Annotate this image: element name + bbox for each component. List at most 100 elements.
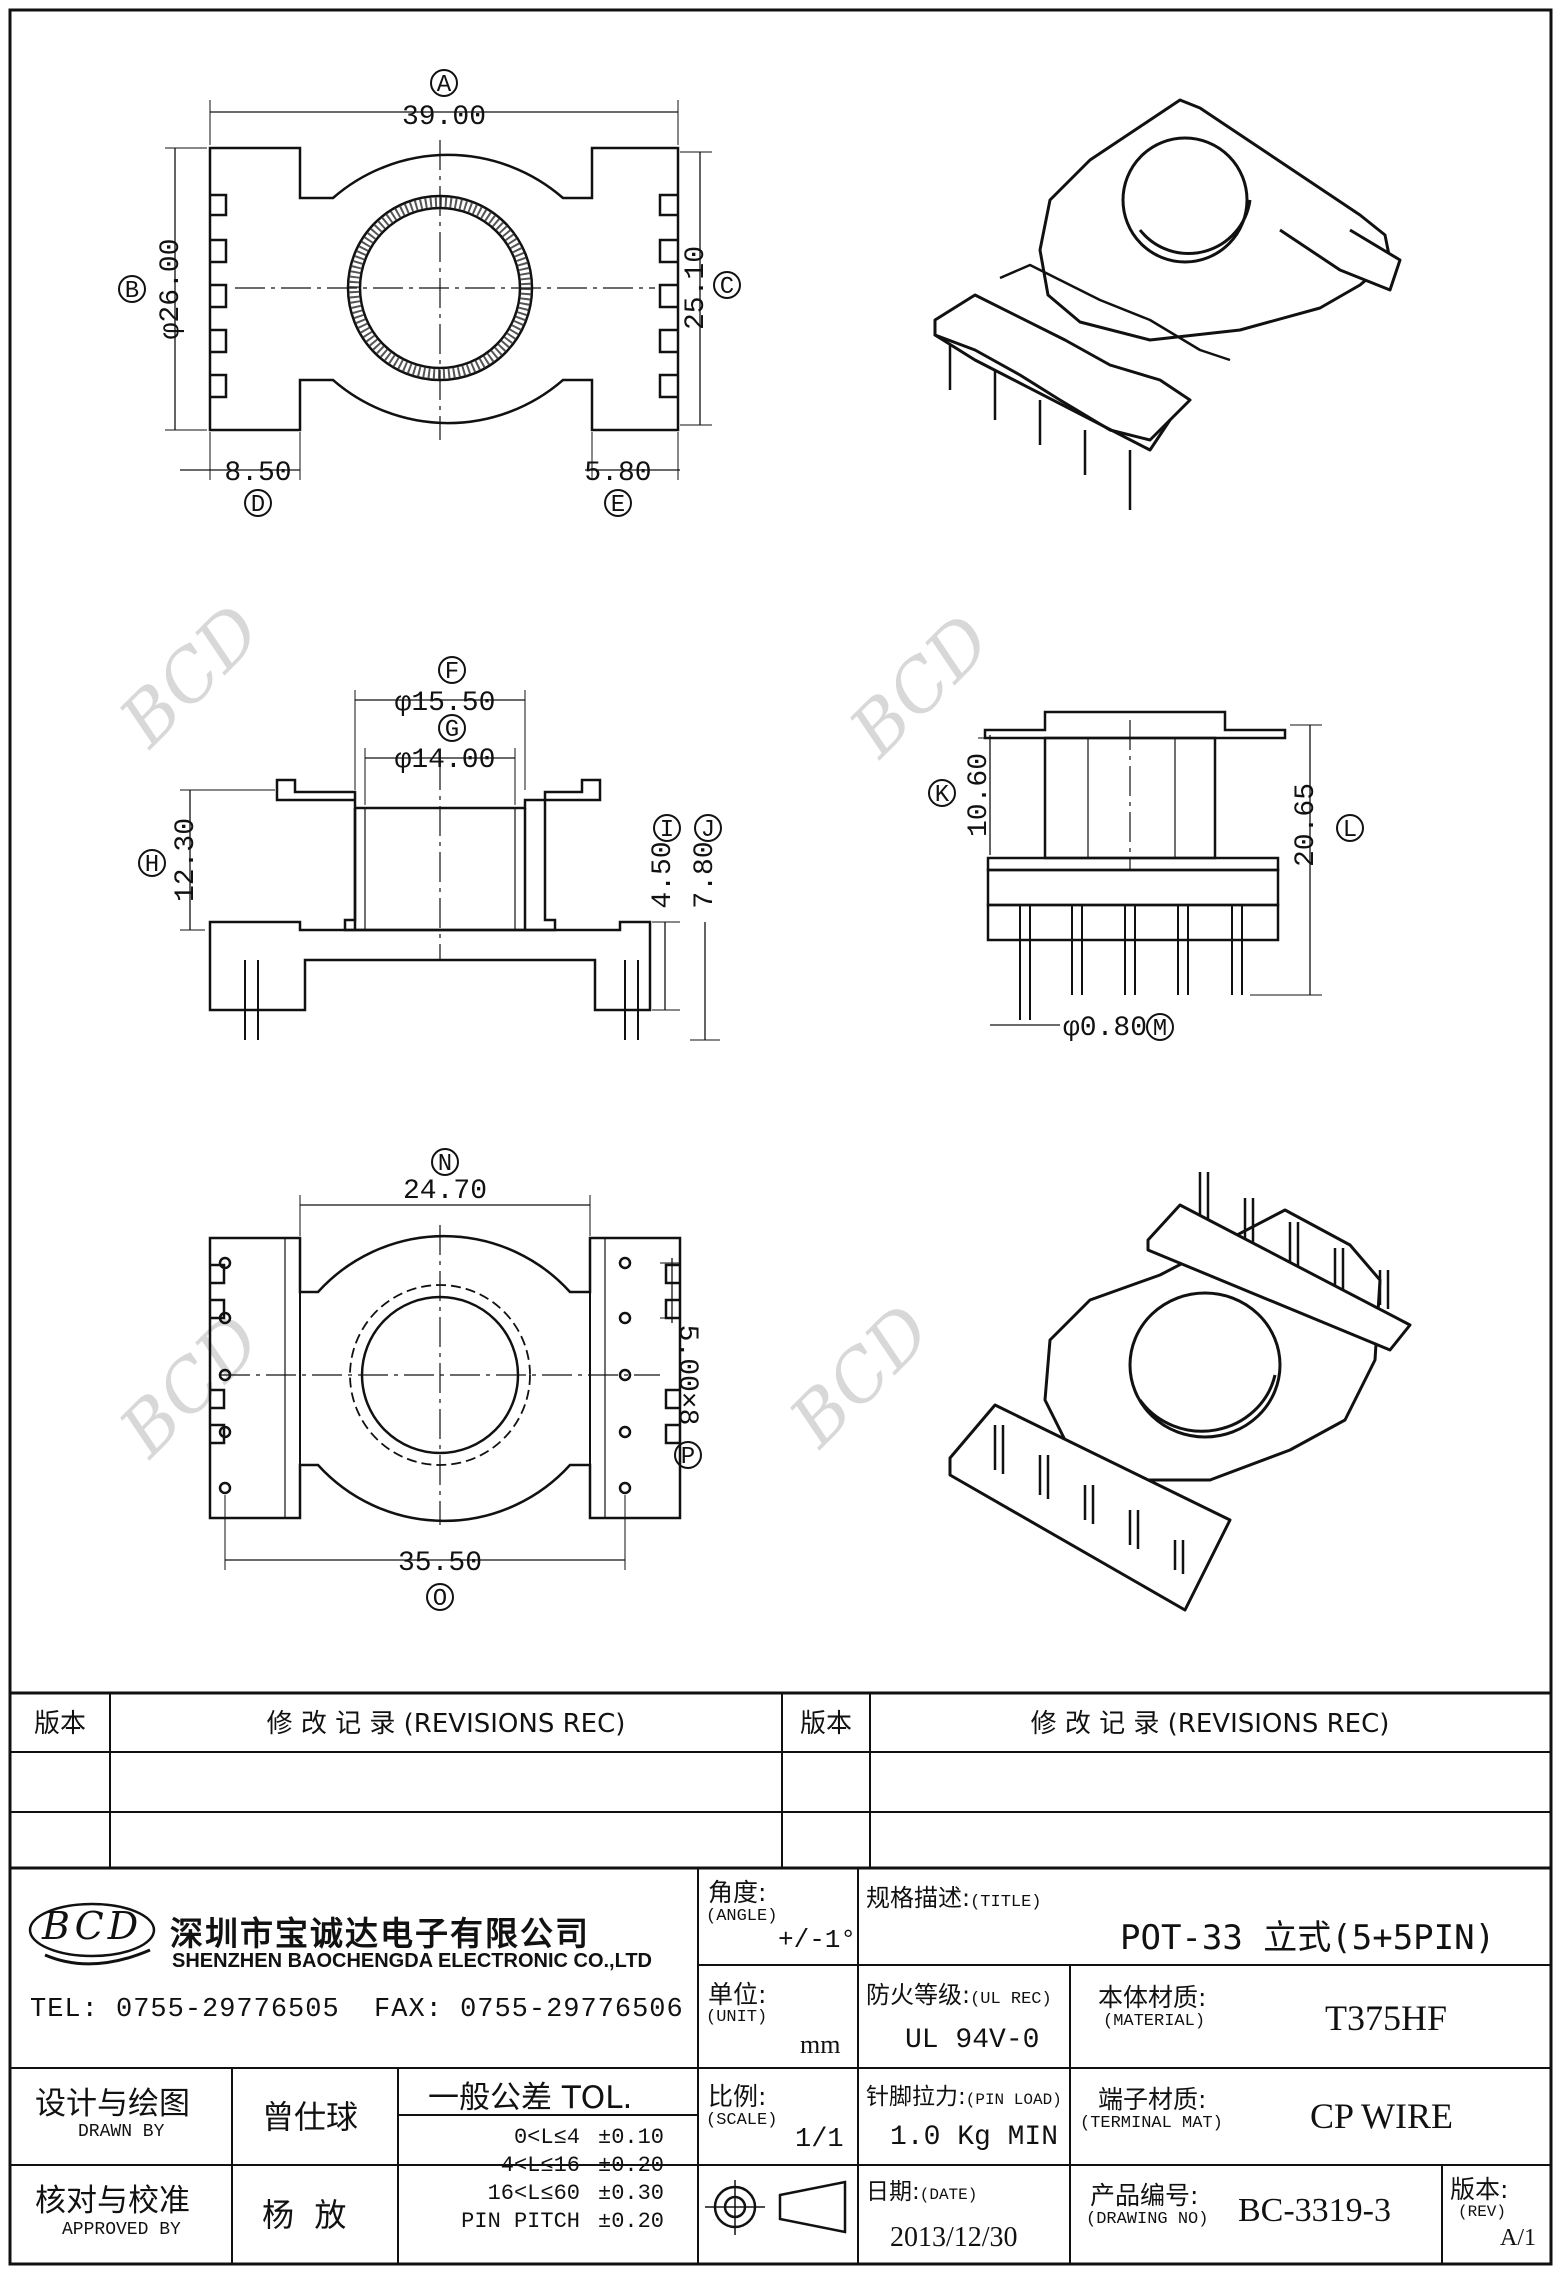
- balloon-b-letter: B: [125, 278, 139, 305]
- upper-pins: [1198, 1172, 1390, 1309]
- dim-e-value: 5.80: [584, 458, 651, 489]
- balloon-l: [1336, 814, 1364, 842]
- balloon-a: [430, 69, 458, 97]
- material-label: 本体材质:: [1098, 1983, 1207, 2012]
- balloon-e-letter: E: [611, 492, 625, 519]
- scale-label: 比例:: [708, 2082, 767, 2111]
- dim-m-value: φ0.80: [1063, 1013, 1147, 1044]
- tolerance-range: 4<L≤16: [500, 2153, 580, 2178]
- balloon-l-letter: L: [1343, 817, 1357, 844]
- balloon-d-letter: D: [251, 492, 265, 519]
- unit-value: mm: [800, 2030, 841, 2059]
- revision-table-text: 版本 修 改 记 录 (REVISIONS REC) 版本 修 改 记 录 (R…: [34, 1709, 1389, 1739]
- front-view-labels: F φ15.50 G φ14.00 H 12.30 I 4.50 J 7.80: [138, 656, 722, 909]
- projection-symbol: [705, 2180, 847, 2235]
- scale-label-en: (SCALE): [706, 2111, 778, 2130]
- sheet-border: [8, 8, 1553, 2266]
- balloon-j-letter: J: [701, 817, 715, 844]
- balloon-o: [426, 1583, 454, 1611]
- left-slot-fingers: [210, 193, 228, 399]
- revision-table: [10, 1691, 1551, 1870]
- drawn-by-label-en: DRAWN BY: [78, 2122, 165, 2142]
- rev-version-header-left: 版本: [34, 1709, 86, 1739]
- balloon-i-letter: I: [660, 817, 674, 844]
- balloon-h: [138, 849, 166, 877]
- balloon-b: [118, 275, 146, 303]
- dim-n-value: 24.70: [403, 1176, 487, 1207]
- date-value: 2013/12/30: [890, 2222, 1018, 2253]
- lower-pins: [993, 1425, 1185, 1574]
- balloon-o-letter: O: [433, 1586, 447, 1613]
- fire-rating-value: UL 94V-0: [905, 2025, 1040, 2056]
- logo-text: BCD: [42, 1904, 143, 1948]
- drawing-no-value: BC-3319-3: [1238, 2192, 1391, 2229]
- rev-record-header-right: 修 改 记 录 (REVISIONS REC): [1031, 1709, 1390, 1739]
- unit-label-en: (UNIT): [706, 2008, 768, 2027]
- bottom-left-slots: [210, 1256, 232, 1495]
- balloon-g: [438, 714, 466, 742]
- isometric-view-top: [933, 98, 1402, 510]
- tolerance-range: PIN PITCH: [461, 2209, 580, 2234]
- scale-value: 1/1: [795, 2125, 844, 2155]
- tolerance-range: 16<L≤60: [487, 2181, 580, 2206]
- title-block-grid: [10, 1868, 1551, 2264]
- title-value: POT-33 立式(5+5PIN): [1120, 1918, 1496, 1958]
- balloon-n: [431, 1148, 459, 1176]
- rev-label: 版本:: [1450, 2175, 1509, 2204]
- tolerance-value: ±0.20: [598, 2209, 665, 2234]
- material-label-en: (MATERIAL): [1103, 2012, 1206, 2031]
- dim-j-value: 7.80: [690, 841, 721, 908]
- company-logo: [28, 1902, 156, 1966]
- rev-label-en: (REV): [1458, 2203, 1507, 2221]
- isometric-view-bottom: [948, 1172, 1412, 1612]
- balloon-g-letter: G: [445, 717, 459, 744]
- balloon-j: [694, 814, 722, 842]
- top-view-labels: A 39.00 B φ26.00 C 25.10 8.50 D 5.80 E: [118, 69, 741, 519]
- balloon-c: [713, 271, 741, 299]
- drawn-by-label: 设计与绘图: [35, 2086, 190, 2122]
- balloon-f-letter: F: [445, 659, 459, 686]
- balloon-n-letter: N: [438, 1151, 452, 1178]
- pin-load-label: 针脚拉力:(PIN LOAD): [866, 2084, 1062, 2110]
- dim-d-value: 8.50: [224, 458, 291, 489]
- terminal-value: CP WIRE: [1310, 2096, 1454, 2136]
- angle-label: 角度:: [708, 1878, 767, 1907]
- dim-f-value: φ15.50: [395, 688, 496, 719]
- balloon-p-letter: P: [681, 1444, 695, 1471]
- tolerance-value: ±0.30: [598, 2181, 665, 2206]
- rev-value: A/1: [1500, 2225, 1536, 2251]
- dim-l-value: 20.65: [1291, 783, 1322, 867]
- tolerance-value: ±0.20: [598, 2153, 665, 2178]
- title-label: 规格描述:(TITLE): [866, 1884, 1042, 1912]
- top-pins: [948, 345, 1132, 510]
- tolerance-row: PIN PITCH ±0.20: [405, 2208, 690, 2236]
- balloon-e: [604, 489, 632, 517]
- date-label: 日期:(DATE): [866, 2179, 978, 2205]
- bottom-view: [208, 1195, 682, 1570]
- balloon-d: [244, 489, 272, 517]
- drawing-no-label: 产品编号:: [1090, 2181, 1199, 2210]
- dim-o-value: 35.50: [398, 1548, 482, 1579]
- dim-b-value: φ26.00: [156, 239, 187, 340]
- balloon-m: [1146, 1013, 1174, 1041]
- tolerance-range: 0<L≤4: [513, 2125, 580, 2150]
- balloon-p: [674, 1441, 702, 1469]
- fire-rating-label: 防火等级:(UL REC): [866, 1981, 1052, 2009]
- tolerance-row: 0<L≤4±0.10: [405, 2124, 690, 2152]
- drawing-no-label-en: (DRAWING NO): [1086, 2210, 1209, 2229]
- company-name-cn: 深圳市宝诚达电子有限公司: [170, 1914, 590, 1953]
- balloon-f: [438, 656, 466, 684]
- side-view-pins: [1019, 905, 1243, 1020]
- balloon-k-letter: K: [935, 782, 950, 809]
- side-view: [978, 710, 1322, 1026]
- balloon-m-letter: M: [1153, 1016, 1167, 1043]
- dim-c-value: 25.10: [681, 246, 712, 330]
- company-name-en: SHENZHEN BAOCHENGDA ELECTRONIC CO.,LTD: [172, 1950, 652, 1972]
- approved-by-label: 核对与校准: [35, 2183, 190, 2219]
- dim-p-value: 5.00×8: [671, 1325, 702, 1426]
- approved-by-value: 杨 放: [262, 2196, 347, 2234]
- dim-h-value: 12.30: [171, 818, 202, 902]
- angle-value: +/-1°: [778, 1925, 857, 1955]
